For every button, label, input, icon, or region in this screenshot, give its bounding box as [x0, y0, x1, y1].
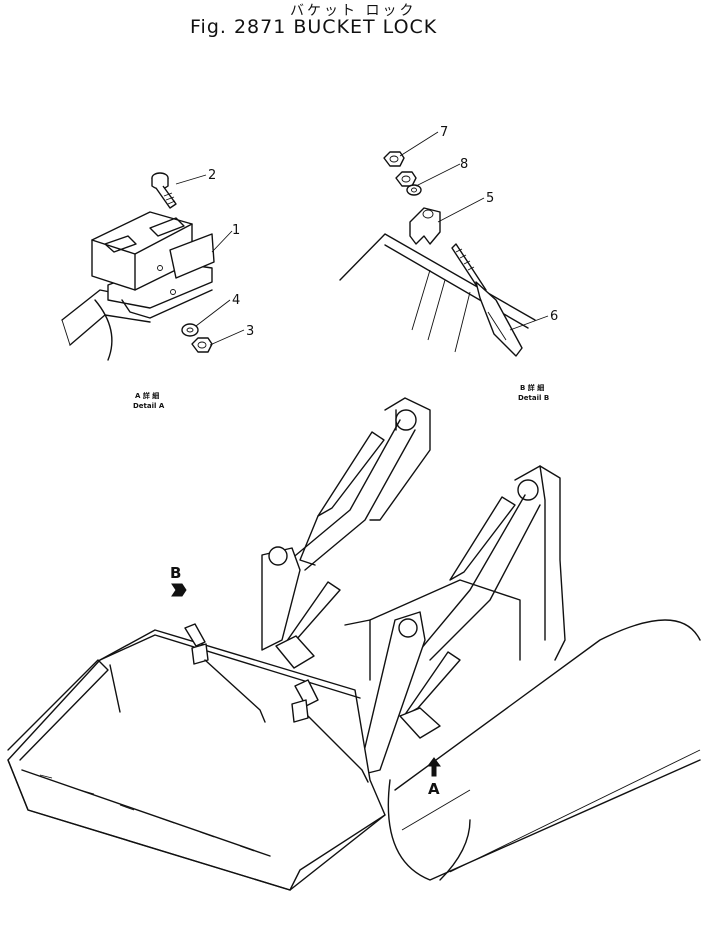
callout-1: 1 — [232, 223, 240, 238]
detail-a-view: 2 1 4 3 A 詳 細 Detail A — [61, 168, 254, 410]
washer-icon — [181, 323, 199, 337]
detail-b-caption: Detail B — [518, 394, 549, 402]
nut-icon — [395, 171, 417, 187]
callout-4: 4 — [232, 293, 240, 308]
callout-6: 6 — [550, 309, 558, 324]
lock-rod-icon — [451, 243, 523, 357]
detail-a-caption: Detail A — [133, 402, 165, 410]
callout-5: 5 — [486, 191, 494, 206]
nut-icon — [383, 151, 405, 167]
callout-7: 7 — [440, 125, 448, 140]
bolt-icon — [151, 172, 177, 209]
svg-text:A: A — [428, 780, 440, 798]
hook-block-icon — [409, 207, 441, 245]
arrow-icon — [427, 757, 441, 777]
callout-3: 3 — [246, 324, 254, 339]
nut-icon — [191, 337, 213, 353]
detail-a-caption-jp: A 詳 細 — [135, 391, 159, 400]
callout-8: 8 — [460, 157, 468, 172]
detail-b-view: 7 8 5 6 B 詳 細 Detail B — [339, 125, 558, 402]
loader-overview — [7, 397, 701, 891]
detail-b-caption-jp: B 詳 細 — [520, 383, 544, 392]
callout-2: 2 — [208, 168, 216, 183]
view-marker-b: B — [170, 564, 187, 597]
svg-text:B: B — [170, 564, 181, 582]
arrow-icon — [171, 583, 187, 597]
title-japanese: バケット ロック — [290, 3, 417, 19]
washer-icon — [406, 184, 422, 196]
view-marker-a: A — [427, 757, 441, 798]
figure-title: Fig. 2871 BUCKET LOCK — [190, 16, 438, 38]
